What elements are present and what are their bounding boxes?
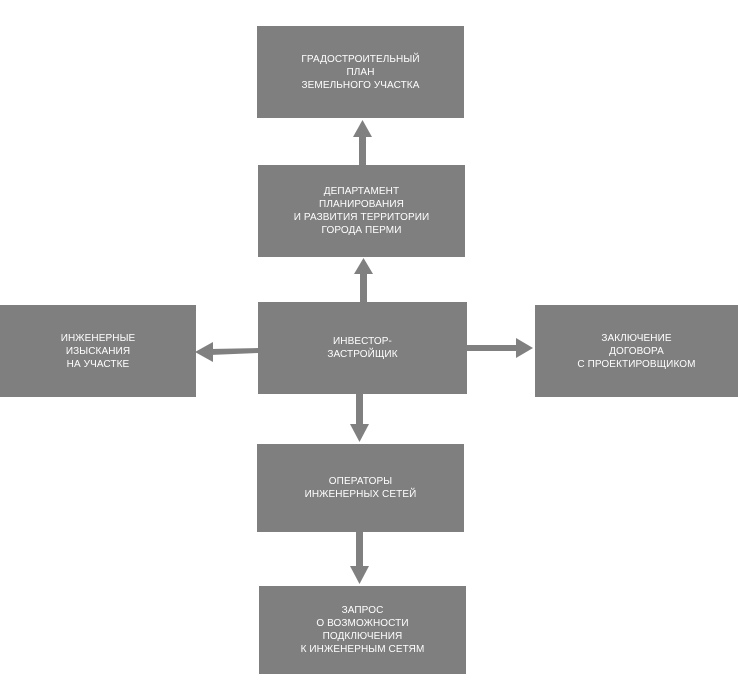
department-label: ДЕПАРТАМЕНТ ПЛАНИРОВАНИЯ И РАЗВИТИЯ ТЕРР… (293, 186, 430, 236)
investor-label: ИНВЕСТОР- ЗАСТРОЙЩИК (327, 336, 398, 360)
box-network-operators: ОПЕРАТОРЫ ИНЖЕНЕРНЫХ СЕТЕЙ (257, 444, 464, 532)
network-operators-label: ОПЕРАТОРЫ ИНЖЕНЕРНЫХ СЕТЕЙ (304, 476, 417, 500)
arrow-department-to-urban-plan (353, 120, 372, 165)
box-investor: ИНВЕСТОР- ЗАСТРОЙЩИК (258, 302, 467, 394)
box-connection-request: ЗАПРОС О ВОЗМОЖНОСТИ ПОДКЛЮЧЕНИЯ К ИНЖЕН… (259, 586, 466, 674)
arrow-operators-to-request (350, 532, 369, 584)
arrow-investor-to-operators (350, 394, 369, 442)
arrow-investor-to-contract (467, 338, 533, 358)
connection-request-label: ЗАПРОС О ВОЗМОЖНОСТИ ПОДКЛЮЧЕНИЯ К ИНЖЕН… (300, 605, 425, 655)
engineering-surveys-label: ИНЖЕНЕРНЫЕ ИЗЫСКАНИЯ НА УЧАСТКЕ (60, 332, 136, 370)
contract-label: ЗАКЛЮЧЕНИЕ ДОГОВОРА С ПРОЕКТИРОВЩИКОМ (577, 332, 696, 370)
urban-plan-label: ГРАДОСТРОИТЕЛЬНЫЙ ПЛАН ЗЕМЕЛЬНОГО УЧАСТК… (301, 53, 420, 91)
box-contract: ЗАКЛЮЧЕНИЕ ДОГОВОРА С ПРОЕКТИРОВЩИКОМ (535, 305, 738, 397)
box-urban-plan: ГРАДОСТРОИТЕЛЬНЫЙ ПЛАН ЗЕМЕЛЬНОГО УЧАСТК… (257, 26, 464, 118)
arrow-investor-to-department (354, 258, 373, 302)
box-engineering-surveys: ИНЖЕНЕРНЫЕ ИЗЫСКАНИЯ НА УЧАСТКЕ (0, 305, 196, 397)
arrow-investor-to-surveys (195, 342, 258, 362)
box-department: ДЕПАРТАМЕНТ ПЛАНИРОВАНИЯ И РАЗВИТИЯ ТЕРР… (258, 165, 465, 257)
